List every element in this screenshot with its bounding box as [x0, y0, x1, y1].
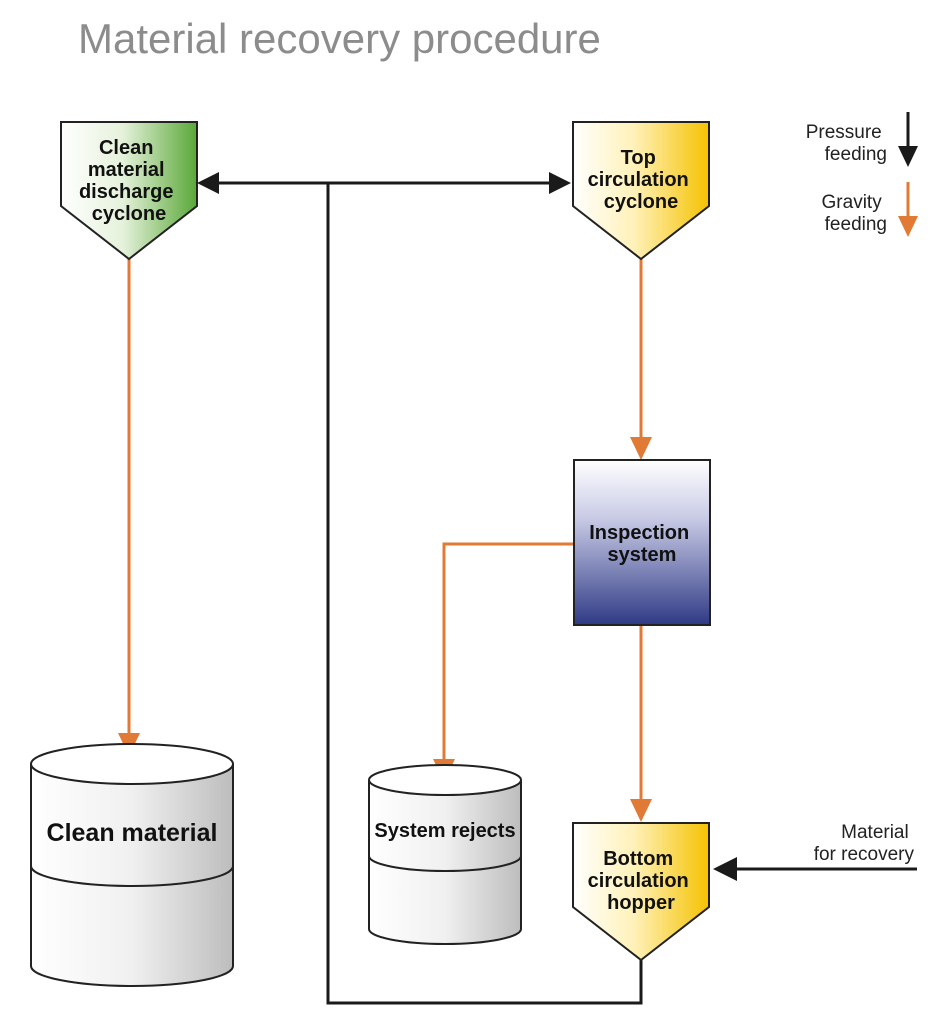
pressure-feed-return-line: [326, 183, 643, 1005]
bottom-circulation-hopper: Bottom circulation hopper: [572, 822, 710, 962]
pressure-arrow-to-top-cyclone: [549, 172, 571, 194]
legend-gravity-arrow-icon: [898, 216, 918, 237]
bottom-hopper-label: Bottom circulation hopper: [588, 848, 695, 914]
top-circulation-cyclone: Top circulation cyclone: [572, 121, 710, 261]
legend-gravity-label: Gravity feeding: [822, 192, 887, 235]
clean-material-label: Clean material: [47, 819, 218, 847]
inspection-label: Inspection system: [589, 522, 695, 566]
pressure-arrow-to-clean-cyclone: [197, 172, 219, 194]
top-cyclone-label: Top circulation cyclone: [588, 147, 695, 213]
system-rejects-label: System rejects: [374, 820, 515, 842]
gravity-arrow-to-bottom-hopper: [630, 799, 652, 822]
material-for-recovery-label: Material for recovery: [814, 822, 915, 865]
legend: Pressure feeding Gravity feeding: [806, 112, 918, 237]
gravity-line-inspection-to-rejects: [442, 542, 574, 762]
clean-material-tank: Clean material: [30, 743, 234, 987]
clean-cyclone-label: Clean material discharge cyclone: [79, 137, 179, 225]
page-title: Material recovery procedure: [78, 15, 601, 62]
input-arrow-head: [713, 857, 737, 881]
legend-pressure-label: Pressure feeding: [806, 122, 887, 165]
clean-material-discharge-cyclone: Clean material discharge cyclone: [60, 121, 198, 261]
gravity-arrow-to-inspection: [630, 437, 652, 460]
legend-pressure-arrow-icon: [898, 146, 918, 167]
system-rejects-tank: System rejects: [368, 764, 522, 945]
inspection-system: Inspection system: [573, 459, 711, 626]
